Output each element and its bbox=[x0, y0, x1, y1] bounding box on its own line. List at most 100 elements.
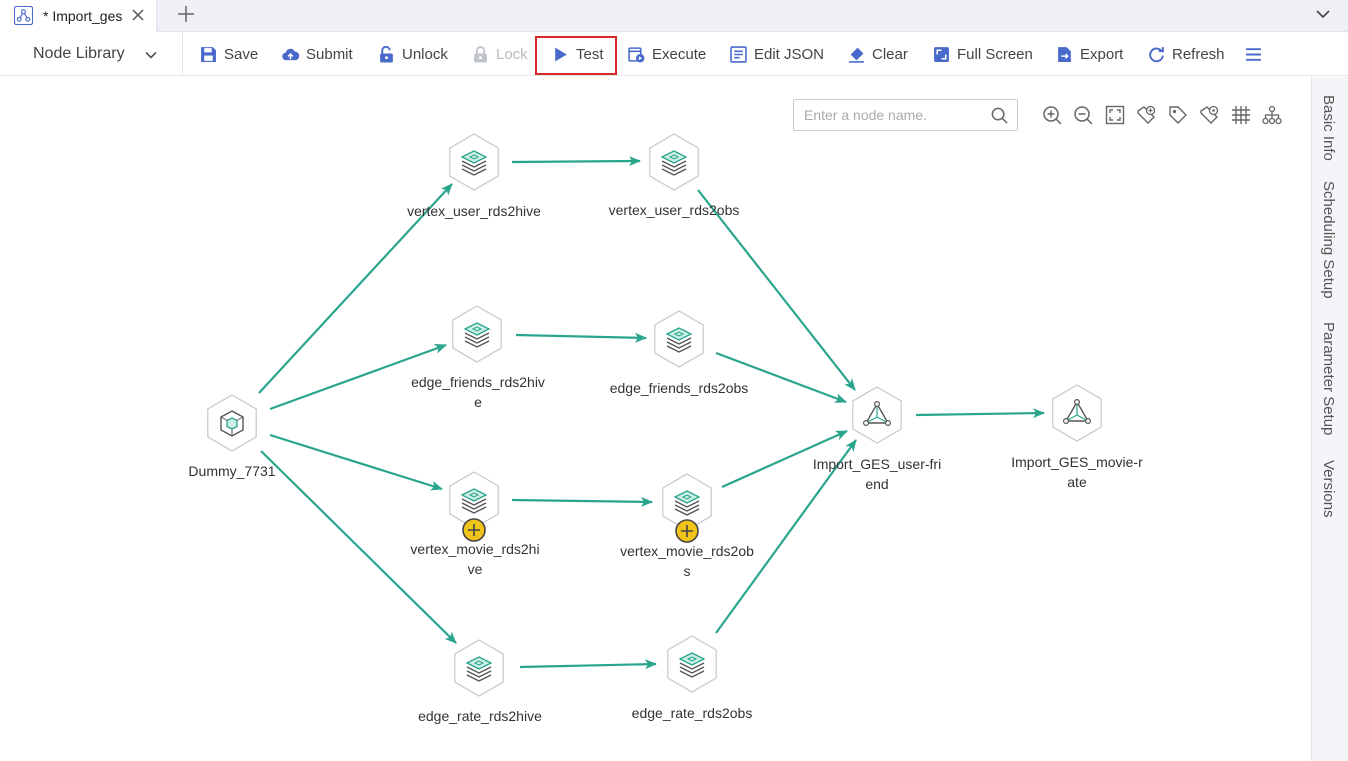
node-vertex-movie-rds2obs[interactable] bbox=[662, 473, 712, 543]
edge-dummy-efriendshive[interactable] bbox=[269, 343, 447, 411]
execute-button[interactable]: Execute bbox=[628, 32, 706, 76]
tab-basic-info[interactable]: Basic Info bbox=[1320, 95, 1337, 161]
chevron-down-icon[interactable] bbox=[1314, 5, 1332, 23]
export-icon bbox=[1058, 46, 1071, 62]
datastack-icon bbox=[666, 327, 692, 353]
edge-gesuser-gesmovie[interactable] bbox=[915, 408, 1045, 419]
lock-button[interactable]: Lock bbox=[472, 32, 528, 76]
node-label: edge_friends_rds2hive bbox=[411, 374, 545, 410]
submit-button[interactable]: Submit bbox=[282, 32, 353, 76]
tab-versions[interactable]: Versions bbox=[1320, 460, 1337, 518]
node-edge-friends-rds2hive[interactable] bbox=[452, 305, 502, 363]
edge-dummy-vuserhive[interactable] bbox=[258, 183, 453, 394]
node-label: Import_GES_user-friend bbox=[812, 456, 942, 492]
node-library-dropdown[interactable]: Node Library bbox=[0, 32, 183, 76]
node-label: vertex_user_rds2hive bbox=[407, 203, 541, 219]
zoom-out-icon[interactable] bbox=[1073, 105, 1093, 125]
toolbar: Node Library Save Submit Unlock bbox=[0, 32, 1348, 76]
edges bbox=[258, 156, 1045, 670]
node-dummy[interactable] bbox=[207, 394, 257, 452]
node-label: edge_rate_rds2hive bbox=[418, 708, 542, 724]
layout-tree-icon[interactable] bbox=[1262, 105, 1282, 125]
node-import-ges-movie-rate[interactable] bbox=[1052, 384, 1102, 442]
edge-dummy-eratehive[interactable] bbox=[260, 450, 457, 644]
unlock-icon bbox=[380, 45, 393, 62]
lock-icon bbox=[474, 45, 487, 62]
more-menu-button[interactable] bbox=[1245, 32, 1262, 76]
edge-dummy-vmoviehive[interactable] bbox=[269, 433, 443, 491]
add-tab-icon[interactable] bbox=[176, 4, 196, 24]
node-vertex-user-rds2hive[interactable] bbox=[449, 133, 499, 191]
save-icon bbox=[201, 46, 216, 62]
refresh-button[interactable]: Refresh bbox=[1148, 32, 1225, 76]
refresh-icon bbox=[1149, 46, 1164, 62]
cube-icon bbox=[220, 410, 244, 437]
datastack-icon bbox=[461, 488, 487, 514]
node-edge-rate-rds2obs[interactable] bbox=[667, 635, 717, 693]
tab-scheduling-setup[interactable]: Scheduling Setup bbox=[1320, 181, 1337, 299]
edge-vmoviehive-vmovieobs[interactable] bbox=[511, 496, 653, 507]
chevron-down-icon bbox=[145, 51, 157, 59]
edge-erateobs-gesuser[interactable] bbox=[715, 439, 857, 634]
zoom-in-icon[interactable] bbox=[1042, 105, 1062, 125]
add-badge-icon[interactable] bbox=[675, 519, 699, 543]
node-search-input[interactable] bbox=[804, 105, 984, 125]
tag-settings-icon[interactable] bbox=[1199, 105, 1219, 125]
unlock-button[interactable]: Unlock bbox=[378, 32, 448, 76]
datastack-icon bbox=[679, 652, 705, 678]
tab-parameter-setup[interactable]: Parameter Setup bbox=[1320, 322, 1337, 436]
datastack-icon bbox=[461, 150, 487, 176]
tag-icon[interactable] bbox=[1168, 105, 1188, 125]
node-import-ges-user-friend[interactable] bbox=[852, 386, 902, 444]
node-label: Dummy_7731 bbox=[188, 463, 276, 479]
save-button[interactable]: Save bbox=[200, 32, 258, 76]
test-button[interactable]: Test bbox=[552, 32, 604, 76]
datastack-icon bbox=[674, 490, 700, 516]
datastack-icon bbox=[466, 656, 492, 682]
node-label: vertex_user_rds2obs bbox=[608, 202, 740, 218]
full-screen-button[interactable]: Full Screen bbox=[933, 32, 1033, 76]
fullscreen-icon bbox=[934, 46, 949, 62]
workflow-graph bbox=[207, 133, 1102, 697]
right-side-panel: Basic Info Scheduling Setup Parameter Se… bbox=[1311, 77, 1348, 761]
node-search bbox=[793, 99, 1018, 131]
edge-eratehive-erateobs[interactable] bbox=[519, 659, 657, 670]
eraser-icon bbox=[849, 47, 864, 63]
hamburger-menu-icon bbox=[1246, 47, 1261, 61]
node-edge-rate-rds2hive[interactable] bbox=[454, 639, 504, 697]
tab-import-ges[interactable]: * Import_ges bbox=[0, 0, 157, 32]
fit-view-icon[interactable] bbox=[1105, 105, 1125, 125]
edge-efriendsobs-gesuser[interactable] bbox=[715, 351, 847, 404]
search-icon[interactable] bbox=[990, 106, 1009, 125]
clear-button[interactable]: Clear bbox=[848, 32, 908, 76]
edit-json-icon bbox=[730, 45, 747, 63]
edit-json-button[interactable]: Edit JSON bbox=[730, 32, 824, 76]
edge-efriendshive-efriendsobs[interactable] bbox=[515, 332, 647, 343]
edge-vmovieobs-gesuser[interactable] bbox=[721, 429, 848, 489]
node-vertex-user-rds2obs[interactable] bbox=[649, 133, 699, 191]
add-badge-icon[interactable] bbox=[462, 518, 486, 542]
node-label: vertex_movie_rds2obs bbox=[620, 543, 754, 579]
workflow-icon bbox=[14, 6, 33, 25]
execute-icon bbox=[628, 46, 645, 62]
workflow-canvas[interactable]: Dummy_7731 vertex_user_rds2hive vertex_u… bbox=[0, 77, 1311, 761]
node-label: vertex_movie_rds2hive bbox=[410, 541, 540, 577]
node-vertex-movie-rds2hive[interactable] bbox=[449, 471, 499, 542]
datastack-icon bbox=[661, 150, 687, 176]
cloud-upload-icon bbox=[282, 48, 299, 60]
export-button[interactable]: Export bbox=[1056, 32, 1123, 76]
edge-vuserobs-gesuser[interactable] bbox=[697, 189, 856, 391]
close-icon[interactable] bbox=[131, 8, 145, 22]
edge-vuserhive-vuserobs[interactable] bbox=[511, 156, 641, 167]
play-icon bbox=[555, 47, 567, 61]
tab-title: * Import_ges bbox=[43, 8, 123, 24]
node-label: Import_GES_movie-rate bbox=[1011, 454, 1143, 490]
grid-icon[interactable] bbox=[1231, 105, 1251, 125]
node-label: edge_rate_rds2obs bbox=[631, 705, 753, 721]
node-library-label: Node Library bbox=[33, 45, 125, 62]
node-label: edge_friends_rds2obs bbox=[609, 380, 749, 396]
node-edge-friends-rds2obs[interactable] bbox=[654, 310, 704, 368]
add-tag-icon[interactable] bbox=[1136, 105, 1156, 125]
datastack-icon bbox=[464, 322, 490, 348]
